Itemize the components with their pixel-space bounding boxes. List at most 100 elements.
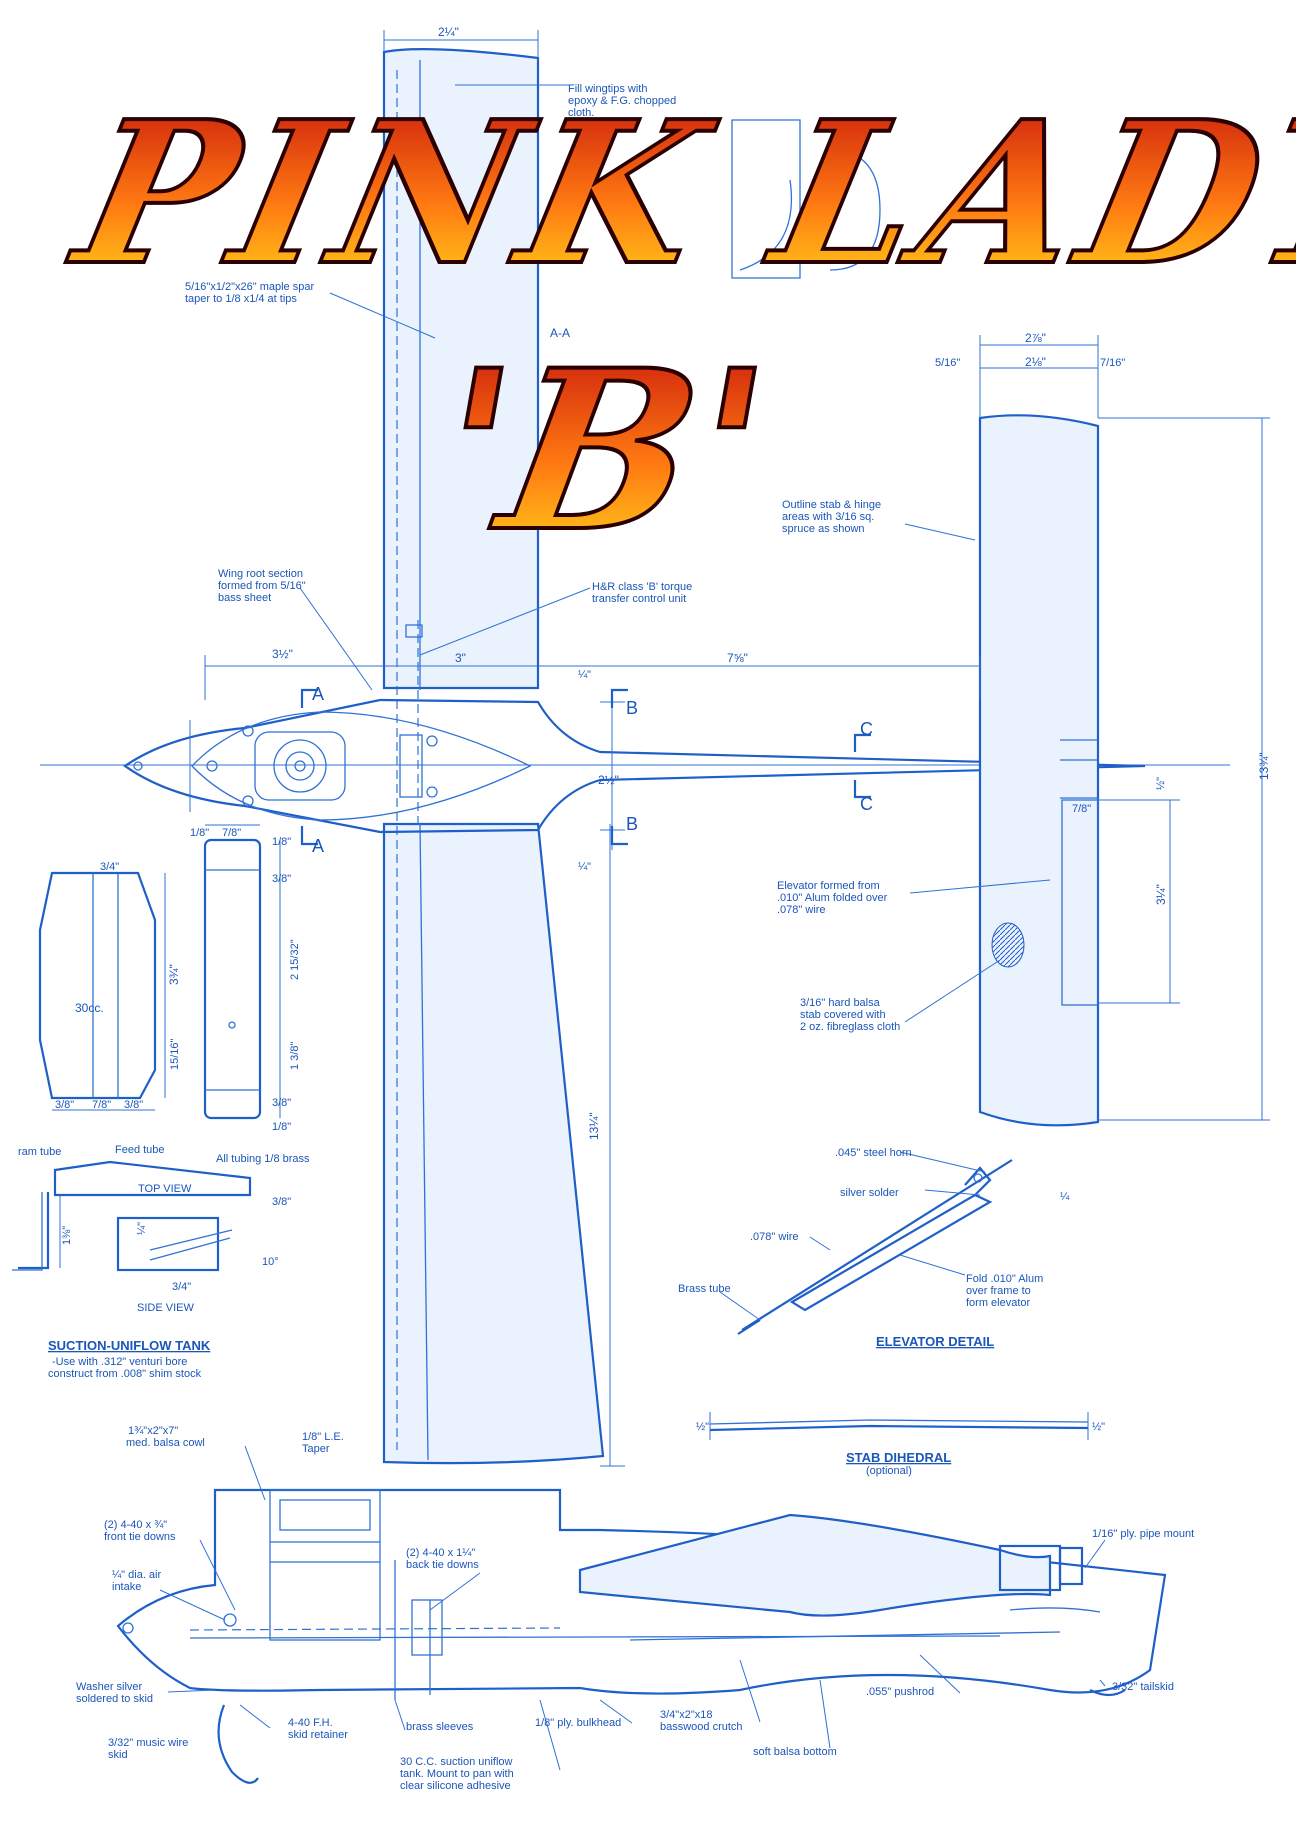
wing-root-width: 2¼" — [438, 25, 459, 39]
crutch-note-2: basswood crutch — [660, 1721, 743, 1733]
tank-mount-note-1: 30 C.C. suction uniflow — [400, 1756, 513, 1768]
dim-hinge: 7/8" — [1072, 803, 1091, 815]
stabilizer-top-view — [978, 335, 1270, 1127]
dim-stab-c: 7/16" — [1100, 357, 1125, 369]
dim-stab-span: 13¾" — [1257, 752, 1271, 780]
dim-half: ½" — [1155, 777, 1167, 790]
tank-side-c: 1/8" — [272, 836, 291, 848]
tank-mount-note-3: clear silicone adhesive — [400, 1780, 511, 1792]
wing-root-note-1: Wing root section — [218, 568, 303, 580]
side-fuselage-outline — [116, 1488, 1167, 1695]
engine-cylinder — [273, 739, 327, 793]
front-ties-1: (2) 4-40 x ¾" — [104, 1519, 167, 1531]
elevator-note-1: Elevator formed from — [777, 880, 880, 892]
all-tubing-label: All tubing 1/8 brass — [216, 1153, 310, 1165]
quarter-label: ¼ — [1060, 1191, 1070, 1203]
tuned-pipe — [578, 1513, 1052, 1617]
elevator-detail-title: ELEVATOR DETAIL — [876, 1334, 994, 1349]
fold-note-2: over frame to — [966, 1285, 1031, 1297]
air-intake-1: ¼" dia. air — [112, 1569, 161, 1581]
feed-tube-label: Feed tube — [115, 1144, 165, 1156]
stab-outline-note-2: areas with 3/16 sq. — [782, 511, 874, 523]
tank-v2: ¼" — [136, 1222, 148, 1235]
dim-nose-to-le: 3½" — [272, 647, 293, 661]
dim-quarter-2: ¼" — [578, 861, 591, 873]
tank-side-d: 3/8" — [272, 873, 291, 885]
engine-side — [269, 1489, 381, 1641]
spar-note-2: taper to 1/8 x1/4 at tips — [185, 293, 297, 305]
elevator-note-2: .010" Alum folded over — [777, 892, 888, 904]
tank-dim-b1: 3/8" — [55, 1099, 74, 1111]
dihedral-right: ½" — [1092, 1421, 1105, 1433]
balsa-note-3: 2 oz. fibreglass cloth — [800, 1021, 900, 1033]
fold-note-1: Fold .010" Alum — [966, 1273, 1043, 1285]
title-line1: PINK LADY — [55, 78, 1296, 308]
elevator-area — [1061, 799, 1099, 1006]
dim-le-3: 3" — [455, 651, 466, 665]
back-ties-1: (2) 4-40 x 1¼" — [406, 1547, 475, 1559]
title-logo: PINK LADY 'B' — [53, 76, 1296, 583]
tank-drawings — [12, 824, 281, 1272]
tank-dim-h2: 15/16" — [169, 1038, 181, 1070]
leader-lines — [159, 292, 1106, 1771]
soft-balsa-label: soft balsa bottom — [753, 1746, 837, 1758]
tank-v4: 10° — [262, 1256, 279, 1268]
air-intake-2: intake — [112, 1581, 141, 1593]
dim-stab-b: 2⅛" — [1025, 355, 1046, 369]
wing-lower-panel — [382, 822, 605, 1465]
tank-title: SUCTION-UNIFLOW TANK — [48, 1338, 211, 1353]
tank-top-view-detail — [53, 1160, 252, 1197]
wingtip-note-3: cloth. — [568, 107, 594, 119]
fuselage-side-view — [116, 1488, 1167, 1784]
elevator-fold — [789, 1193, 993, 1312]
wing-root-note-3: bass sheet — [218, 592, 271, 604]
washer-note-2: soldered to skid — [76, 1693, 153, 1705]
tank-side-view-detail — [116, 1216, 220, 1272]
steel-horn-label: .045" steel horn — [835, 1147, 912, 1159]
cowl-note-2: med. balsa cowl — [126, 1437, 205, 1449]
section-c-top: C — [860, 719, 873, 739]
back-ties-2: back tie downs — [406, 1559, 479, 1571]
tank-dim-b3: 3/8" — [124, 1099, 143, 1111]
dihedral-title: STAB DIHEDRAL — [846, 1450, 951, 1465]
stab-outline-note-1: Outline stab & hinge — [782, 499, 881, 511]
section-a-bottom: A — [312, 836, 324, 856]
tank-side-h: 1/8" — [272, 1121, 291, 1133]
section-b-bottom: B — [626, 814, 638, 834]
dim-fuse-width: 2½" — [598, 773, 619, 787]
elevator-detail-drawing — [737, 1159, 1013, 1335]
tank-side-outline — [203, 838, 262, 1120]
wing-span-label: 13¼" — [587, 1112, 601, 1140]
tank-v3: 3/4" — [172, 1281, 191, 1293]
le-note-1: 1/8" L.E. — [302, 1431, 344, 1443]
elevator-note-3: .078" wire — [777, 904, 826, 916]
plan-dimensions — [204, 655, 981, 850]
top-view-label: TOP VIEW — [138, 1183, 192, 1195]
brass-sleeves-label: brass sleeves — [406, 1721, 474, 1733]
wingtip-note-1: Fill wingtips with — [568, 83, 647, 95]
engine-bay-outline — [191, 711, 532, 821]
wing-root-note-2: formed from 5/16" — [218, 580, 306, 592]
tank-dim-w: 3/4" — [100, 861, 119, 873]
engine-block — [254, 731, 346, 801]
tank-note-2: construct from .008" shim stock — [48, 1368, 202, 1380]
crutch-note-1: 3/4"x2"x18 — [660, 1709, 712, 1721]
tank-side-e: 2 15/32" — [289, 939, 301, 980]
tank-side-a: 1/8" — [190, 827, 209, 839]
dim-stab-total: 2⅞" — [1025, 331, 1046, 345]
tank-capacity: 30cc. — [75, 1001, 104, 1015]
bulkhead-label: 1/8" ply. bulkhead — [535, 1717, 621, 1729]
wing-spar-line-lower — [419, 823, 429, 1461]
stab-dihedral-drawing — [709, 1412, 1089, 1440]
tank-v5: 3/8" — [272, 1196, 291, 1208]
music-wire-1: 3/32" music wire — [108, 1737, 188, 1749]
section-aa-label: A-A — [550, 326, 570, 340]
cowl-note-1: 1¾"x2"x7" — [128, 1425, 178, 1437]
dim-stab-a: 5/16" — [935, 357, 960, 369]
tank-side-g: 3/8" — [272, 1097, 291, 1109]
title-line2: 'B' — [418, 323, 784, 581]
section-markers — [300, 119, 881, 846]
